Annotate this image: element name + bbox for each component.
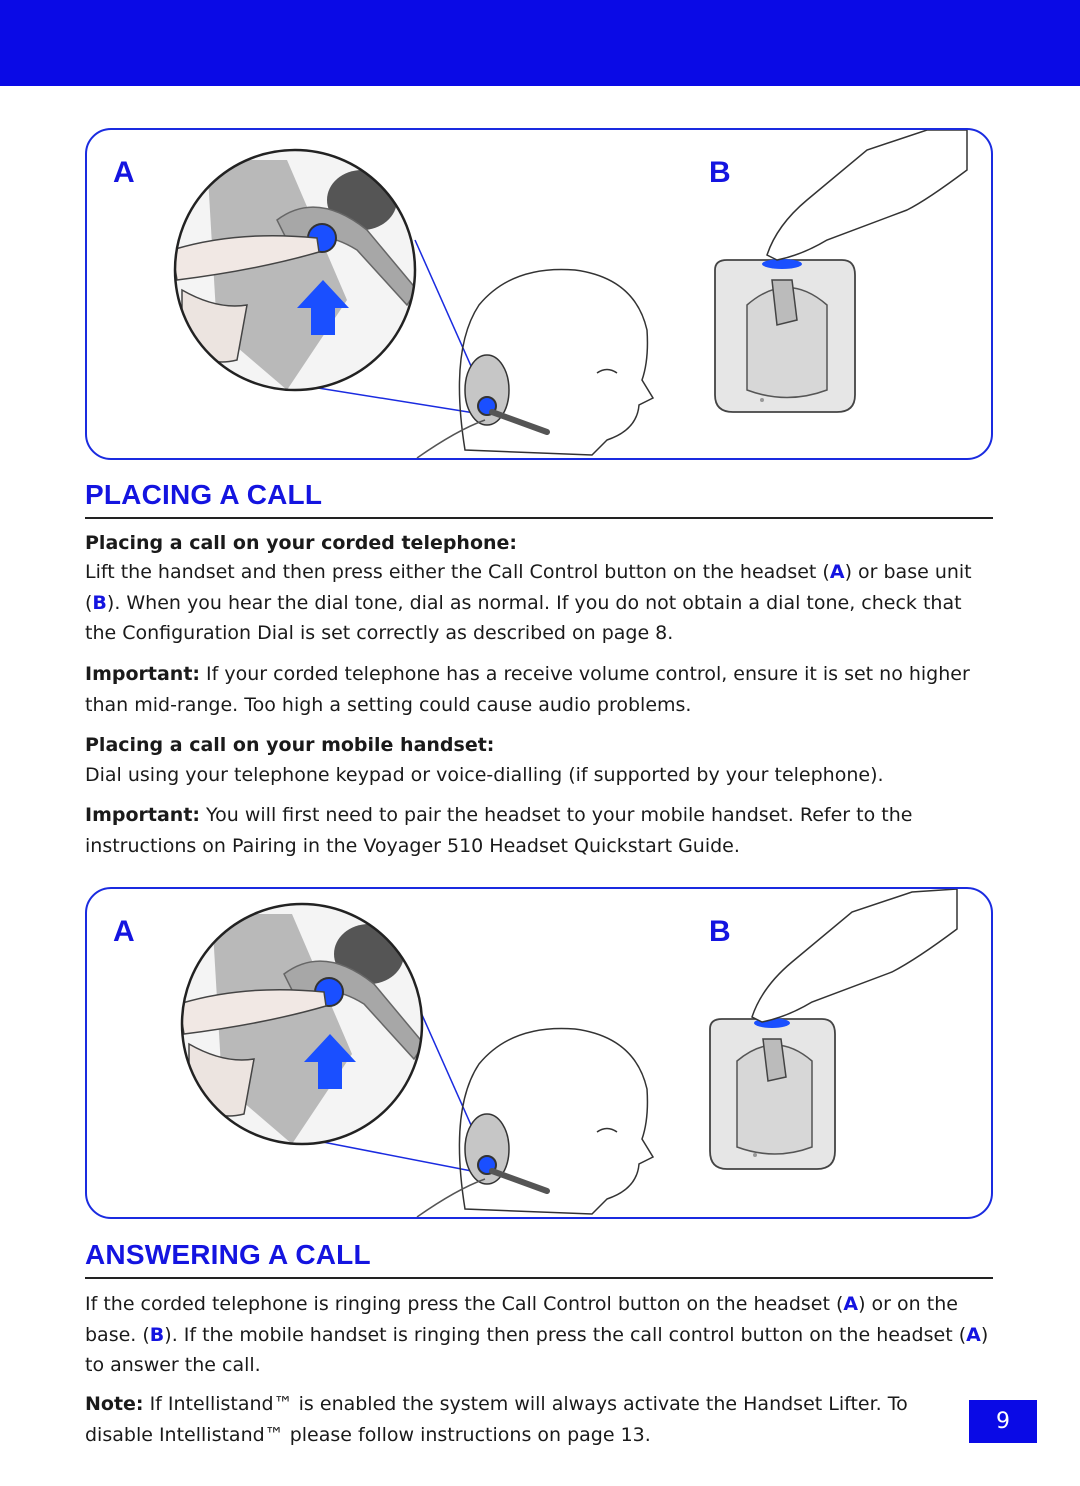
section-title-placing-call: PLACING A CALL	[85, 481, 993, 519]
answering-paragraph: If the corded telephone is ringing press…	[85, 1293, 989, 1376]
note-paragraph: Note: If Intellistand™ is enabled the sy…	[85, 1393, 908, 1446]
section-title-answering-call: ANSWERING A CALL	[85, 1241, 993, 1279]
headset-and-base-illustration	[180, 889, 958, 1217]
headset-and-base-illustration	[173, 130, 968, 458]
head-profile-icon	[416, 1027, 655, 1217]
figure-label-a: A	[113, 156, 135, 189]
mobile-paragraph: Dial using your telephone keypad or voic…	[85, 764, 884, 786]
figure-label-b: B	[709, 915, 731, 948]
header-bar	[0, 0, 1080, 86]
page-number: 9	[969, 1400, 1037, 1443]
base-unit-icon	[709, 1018, 836, 1170]
magnified-headset-icon	[180, 902, 424, 1146]
figure-label-a: A	[113, 915, 135, 948]
important-pairing-paragraph: Important: You will first need to pair t…	[85, 804, 913, 857]
mobile-heading: Placing a call on your mobile handset:	[85, 734, 495, 756]
figure-placing-call: A B	[85, 128, 993, 460]
corded-heading: Placing a call on your corded telephone:	[85, 532, 518, 554]
pointing-finger-icon	[766, 130, 968, 261]
figure-answering-call: A B	[85, 887, 993, 1219]
pointing-finger-icon	[751, 889, 958, 1023]
head-profile-icon	[416, 268, 655, 458]
figure-label-b: B	[709, 156, 731, 189]
corded-paragraph: Lift the handset and then press either t…	[85, 561, 972, 644]
important-volume-paragraph: Important: If your corded telephone has …	[85, 663, 970, 716]
magnified-headset-icon	[173, 148, 417, 392]
base-unit-icon	[714, 259, 856, 413]
